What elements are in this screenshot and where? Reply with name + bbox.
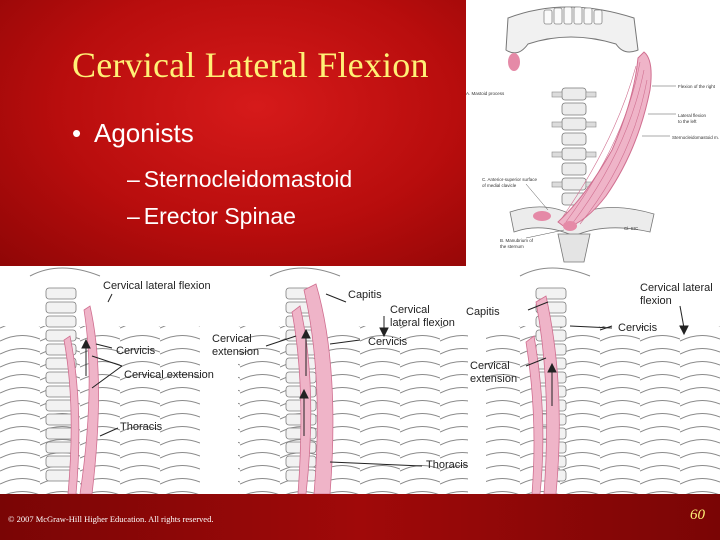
label-credit: Cl. SIC — [624, 226, 639, 231]
p2-label-cervical: Cervical — [212, 333, 252, 345]
p1-label-cervicis: Cervicis — [116, 345, 156, 357]
sternocleidomastoid-figure: A. Mastoid process Flexion of the right … — [466, 0, 720, 266]
p2-label-capitis: Capitis — [348, 289, 382, 301]
copyright-text: © 2007 McGraw-Hill Higher Education. All… — [8, 514, 214, 524]
p2-label-lateral-flexion: lateral flexion — [390, 317, 455, 329]
spine-panel-3 — [486, 267, 720, 495]
p3-label-cervical-lateral: Cervical lateral — [640, 282, 713, 294]
neck-anatomy-illustration — [505, 6, 676, 263]
label-lateral-flexion: Lateral flexion — [678, 113, 707, 118]
sub-item-erector-spinae: –Erector Spinae — [127, 203, 296, 230]
spine-panel-1 — [0, 267, 200, 495]
p3-label-flexion: flexion — [640, 295, 672, 307]
label-mastoid-process: A. Mastoid process — [466, 91, 505, 96]
label-manubrium: B. Manubrium of — [500, 238, 534, 243]
label-to-the-left: to the left — [678, 119, 697, 124]
slide-title: Cervical Lateral Flexion — [72, 45, 429, 85]
label-sternocleidomastoid-muscle: Sternocleidomastoid m. — [672, 135, 720, 140]
p3-label-cervical: Cervical — [470, 360, 510, 372]
title-panel — [0, 0, 466, 266]
sub-item-label: Erector Spinae — [143, 203, 296, 229]
p1-label-thoracis: Thoracis — [120, 421, 163, 433]
p2-label-thoracis: Thoracis — [426, 459, 469, 471]
sub-item-sternocleidomastoid: –Sternocleidomastoid — [127, 166, 352, 193]
p2-label-extension: extension — [212, 346, 260, 358]
label-anterior-superior-surface: C. Anterior-superior surface — [482, 177, 538, 182]
footer-bar — [0, 494, 720, 540]
page-number: 60 — [690, 507, 705, 523]
bullet-agonists: • Agonists — [72, 118, 194, 149]
bullet-label: Agonists — [94, 118, 194, 148]
p3-label-capitis: Capitis — [466, 306, 500, 318]
sub-item-label: Sternocleidomastoid — [143, 166, 353, 192]
p2-label-cervicis: Cervicis — [368, 336, 408, 348]
p1-label-cervical-lateral-flexion: Cervical lateral flexion — [103, 280, 211, 292]
bullet-dot-icon: • — [72, 118, 82, 148]
label-the-sternum: the sternum — [500, 244, 524, 249]
p1-label-cervical-extension: Cervical extension — [124, 369, 214, 381]
erector-spinae-figures: Cervical lateral flexion Cervicis Cervic… — [0, 266, 720, 495]
spine-anatomy-illustrations — [0, 267, 720, 495]
dash-icon: – — [127, 166, 140, 192]
label-medial-clavicle: of medial clavicle — [482, 183, 517, 188]
p3-label-extension: extension — [470, 373, 518, 385]
label-flexion-right: Flexion of the right — [678, 84, 716, 89]
dash-icon: – — [127, 203, 140, 229]
p3-label-cervicis: Cervicis — [618, 322, 658, 334]
p2-label-cervical-lateral: Cervical — [390, 304, 430, 316]
